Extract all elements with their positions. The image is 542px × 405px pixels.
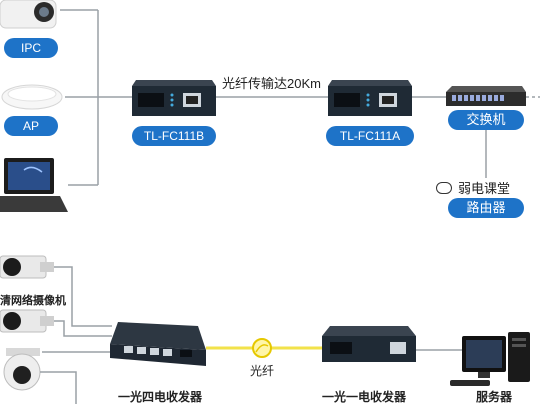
bullet-camera-1	[0, 255, 54, 279]
bullet-camera-2	[0, 309, 54, 333]
wechat-icon	[436, 181, 452, 194]
camera-cable-2	[54, 320, 112, 337]
ipc-camera	[0, 0, 57, 29]
dome-camera	[3, 348, 41, 391]
fiber-coil-icon	[252, 338, 272, 358]
camera-cable-1	[54, 266, 112, 327]
transceiver-1-device	[322, 326, 416, 362]
transceiver-1-label: 一光一电收发器	[322, 390, 407, 404]
watermark-text: 弱电课堂	[458, 181, 511, 196]
converter-b-label: TL-FC111B	[132, 126, 216, 146]
converter-b	[132, 80, 216, 116]
fiber-distance-label: 光纤传输达20Km	[222, 76, 321, 91]
ipc-label: IPC	[4, 38, 58, 58]
camera-cable-4	[40, 371, 77, 404]
server-device	[450, 332, 530, 386]
switch-device	[446, 86, 526, 106]
converter-a	[328, 80, 412, 116]
transceiver-4-device	[110, 322, 206, 366]
ap-label: AP	[4, 116, 58, 136]
router-label: 路由器	[448, 198, 524, 218]
ap-device	[1, 84, 63, 110]
fiber-label: 光纤	[250, 364, 275, 378]
switch-label: 交换机	[448, 110, 524, 130]
server-label: 服务器	[476, 390, 513, 404]
transceiver-4-label: 一光四电收发器	[118, 390, 203, 404]
camera-label: 清网络摄像机	[0, 295, 66, 307]
watermark: 弱电课堂	[432, 178, 515, 197]
converter-a-label: TL-FC111A	[326, 126, 414, 146]
laptop	[0, 158, 68, 212]
